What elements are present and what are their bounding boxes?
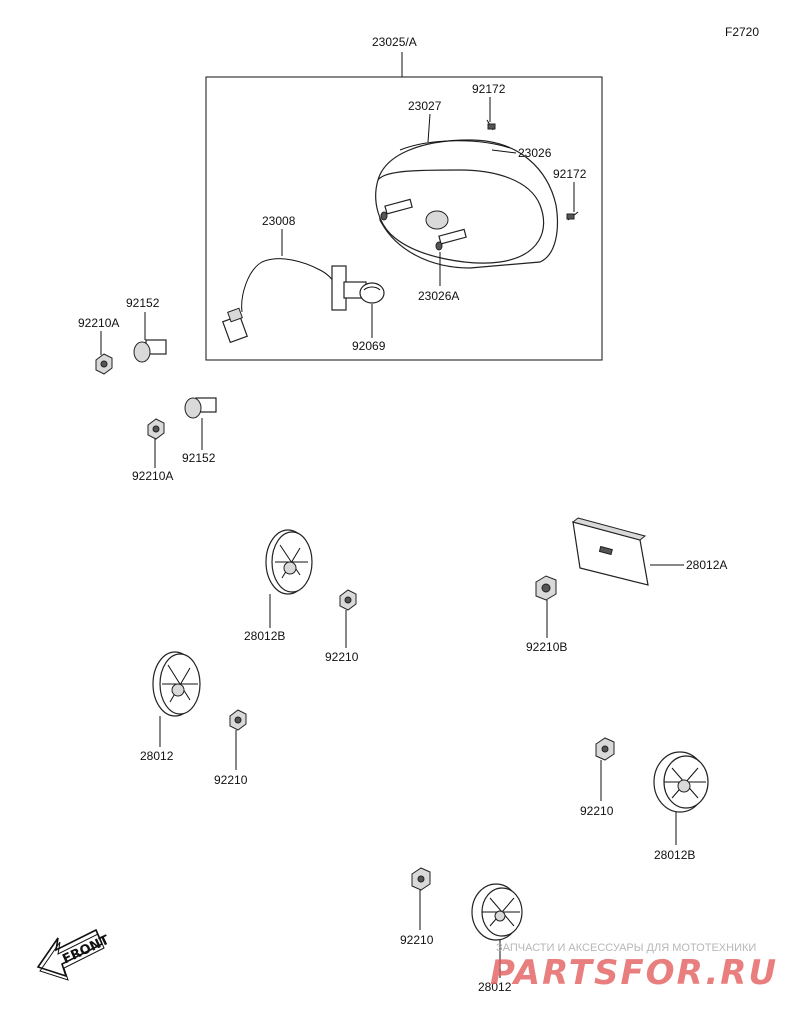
callout-92152-b: 92152 <box>182 418 216 465</box>
svg-text:28012: 28012 <box>140 749 174 763</box>
svg-text:28012B: 28012B <box>654 848 695 862</box>
front-direction-arrow: FRONT <box>36 928 112 981</box>
svg-text:92210A: 92210A <box>78 316 119 330</box>
callout-92210-a: 92210 <box>325 610 359 664</box>
watermark: ЗАПЧАСТИ И АКСЕССУАРЫ ДЛЯ МОТОТЕХНИКИ PA… <box>490 942 778 993</box>
screw-right <box>566 211 579 221</box>
svg-text:92210: 92210 <box>325 650 359 664</box>
callout-92069: 92069 <box>352 304 386 353</box>
svg-text:92210B: 92210B <box>526 640 567 654</box>
svg-text:23026: 23026 <box>518 146 552 160</box>
callout-23008: 23008 <box>262 214 296 256</box>
svg-text:92210: 92210 <box>580 804 614 818</box>
stud-bolt-upper <box>380 198 413 221</box>
tail-light-assembly-box: 23025/A <box>205 35 603 361</box>
figure-code: F2720 <box>725 25 759 39</box>
svg-text:28012B: 28012B <box>244 629 285 643</box>
callout-92210A-a: 92210A <box>78 316 119 355</box>
svg-text:92152: 92152 <box>182 451 216 465</box>
reflector-28012B-b <box>653 751 709 813</box>
watermark-tagline: ЗАПЧАСТИ И АКСЕССУАРЫ ДЛЯ МОТОТЕХНИКИ <box>496 942 756 954</box>
svg-text:92210A: 92210A <box>132 469 173 483</box>
wiring-harness <box>222 258 367 344</box>
callout-28012-a: 28012 <box>140 716 174 763</box>
callout-23026: 23026 <box>491 146 552 160</box>
svg-text:92172: 92172 <box>553 167 587 181</box>
callout-92210-c: 92210 <box>580 760 614 818</box>
nut-92210-b <box>229 709 247 731</box>
nut-92210B <box>535 575 557 601</box>
collar-92152-a <box>133 339 167 363</box>
svg-text:28012A: 28012A <box>686 558 727 572</box>
svg-text:23026A: 23026A <box>418 289 459 303</box>
svg-text:28012: 28012 <box>478 980 512 994</box>
bulb <box>359 282 385 304</box>
stud-bolt-lower <box>435 228 467 251</box>
svg-text:23008: 23008 <box>262 214 296 228</box>
callout-23026A: 23026A <box>418 252 459 303</box>
callout-92152-a: 92152 <box>126 296 160 340</box>
svg-text:92210: 92210 <box>214 773 248 787</box>
reflector-28012A <box>571 517 649 586</box>
nut-92210-d <box>411 867 431 891</box>
svg-text:92210: 92210 <box>400 933 434 947</box>
watermark-logo: PARTSFOR.RU <box>490 953 778 993</box>
svg-text:92172: 92172 <box>472 82 506 96</box>
callout-23027: 23027 <box>408 99 442 143</box>
svg-text:23027: 23027 <box>408 99 442 113</box>
callout-92172-top: 92172 <box>472 82 506 122</box>
reflector-28012B-a <box>265 529 313 595</box>
nut-92210-a <box>339 589 357 611</box>
callout-28012B-a: 28012B <box>244 594 285 643</box>
reflector-28012-a <box>152 651 201 717</box>
connector-plug <box>222 307 248 344</box>
callout-28012A: 28012A <box>650 558 727 572</box>
callout-92172-right: 92172 <box>553 167 587 212</box>
nut-92210A-b <box>147 418 165 440</box>
svg-text:92069: 92069 <box>352 339 386 353</box>
screw-top <box>486 119 496 131</box>
callout-28012-b: 28012 <box>478 940 512 994</box>
assembly-label: 23025/A <box>372 35 417 49</box>
callout-92210-d: 92210 <box>400 890 434 947</box>
callout-92210A-b: 92210A <box>132 438 173 483</box>
collar-92152-b <box>184 397 217 419</box>
callout-28012B-b: 28012B <box>654 812 695 862</box>
callout-92210B: 92210B <box>526 600 567 654</box>
nut-92210-c <box>595 737 615 761</box>
nut-92210A-a <box>95 353 113 375</box>
tail-light-housing <box>375 139 559 269</box>
reflector-28012-b <box>471 883 523 941</box>
svg-text:92152: 92152 <box>126 296 160 310</box>
callout-92210-b: 92210 <box>214 730 248 787</box>
